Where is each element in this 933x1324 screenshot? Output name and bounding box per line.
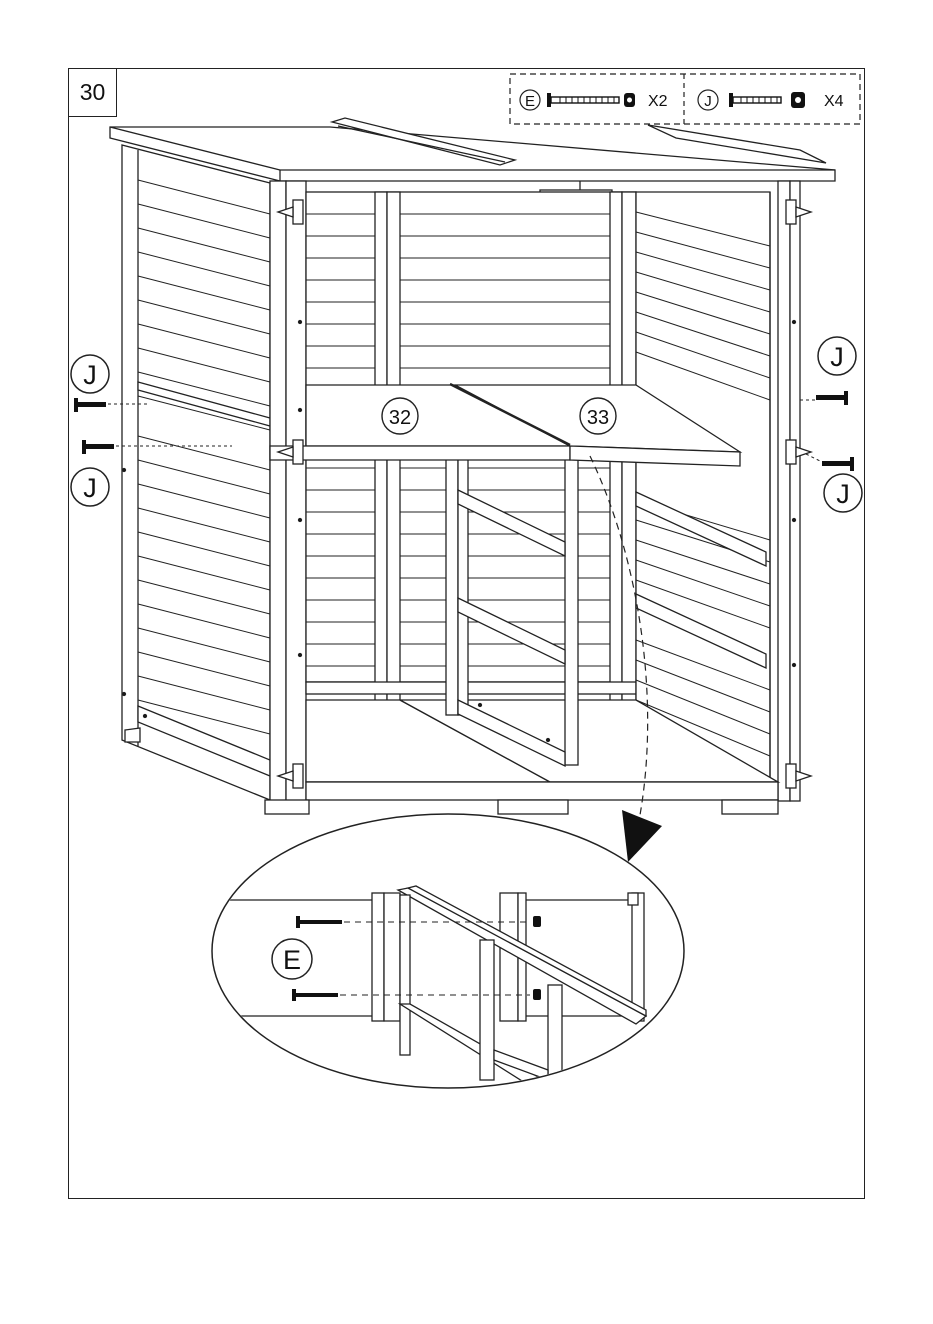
hardware-e-letter: E	[525, 93, 535, 110]
callout-e: E	[272, 939, 312, 979]
screw-icon	[82, 440, 114, 454]
right-side-panel	[636, 192, 770, 790]
nut-icon	[533, 916, 541, 927]
nut-icon	[791, 92, 805, 108]
arrow-down-icon	[622, 810, 662, 862]
hardware-j-letter: J	[704, 93, 712, 110]
callout-j-label: J	[836, 479, 850, 509]
part-32-label: 32	[382, 398, 418, 434]
callout-j-label: J	[83, 360, 97, 390]
hardware-j-qty: X4	[824, 93, 844, 110]
screw-j-right: J	[800, 337, 856, 405]
callout-j-label: J	[83, 473, 97, 503]
hardware-e: E X2	[520, 90, 668, 110]
right-front-post	[778, 181, 800, 801]
nut-icon	[624, 93, 635, 107]
nut-icon	[533, 989, 541, 1000]
hardware-j: J X4	[698, 90, 844, 110]
bolt-icon	[729, 93, 781, 107]
bolt-icon	[547, 93, 619, 107]
screw-j-right-lower: J	[806, 454, 862, 512]
callout-j-label: J	[830, 342, 844, 372]
screw-icon	[816, 391, 848, 405]
screw-icon	[822, 457, 854, 471]
hardware-e-qty: X2	[648, 93, 668, 110]
hardware-box: E X2 J X4	[510, 74, 860, 124]
part-33-label: 33	[580, 398, 616, 434]
svg-text:32: 32	[389, 407, 411, 429]
screw-icon	[74, 398, 106, 412]
cabinet	[110, 118, 835, 814]
svg-text:33: 33	[587, 407, 609, 429]
left-side-panel	[122, 145, 270, 800]
detail-zoom: E	[210, 814, 684, 1088]
callout-e-label: E	[283, 945, 301, 975]
